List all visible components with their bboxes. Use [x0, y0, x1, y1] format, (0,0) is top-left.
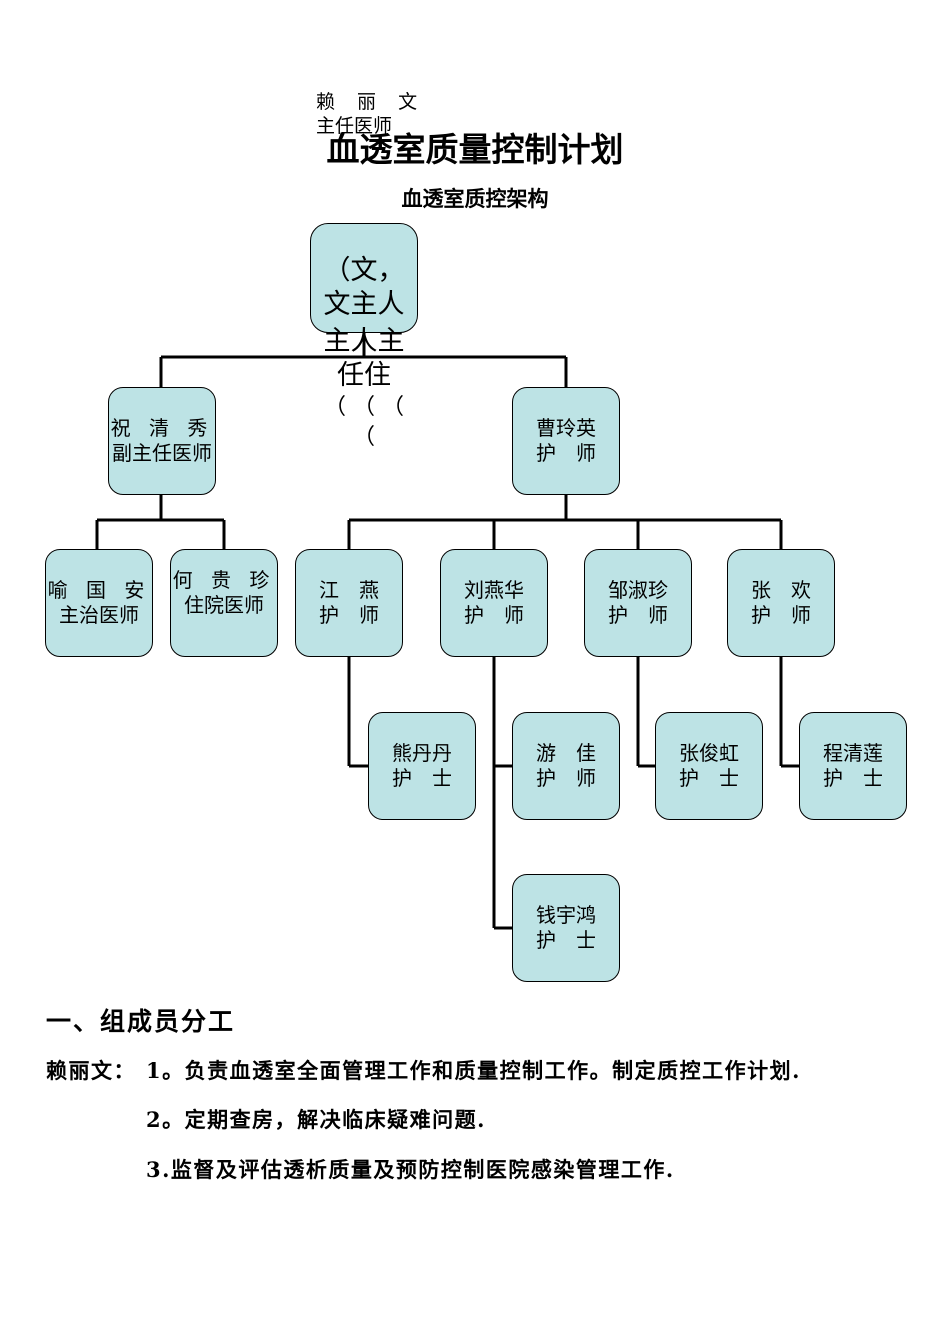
duty-item: 3.监督及评估透析质量及预防控制医院感染管理工作. [146, 1157, 675, 1182]
root-overflow-text: 主人主 任住 （ （ （ （ [310, 325, 418, 453]
node-name: 邹淑珍 [608, 578, 668, 602]
org-node-yu-guoan: 喻 国 安 主治医师 [45, 549, 153, 657]
node-title: 护 师 [536, 766, 596, 790]
root-text-line: （文， [323, 255, 405, 286]
org-node-zhang-junhong: 张俊虹 护 士 [655, 712, 763, 820]
org-node-zhu-qingxiu: 祝 清 秀 副主任医师 [108, 387, 216, 495]
node-title: 护 士 [823, 766, 883, 790]
node-title: 护 师 [536, 441, 596, 465]
root-overflow-line: 任住 [337, 360, 391, 391]
org-node-zhang-huan: 张 欢 护 师 [727, 549, 835, 657]
node-name: 钱宇鸿 [536, 903, 596, 927]
root-overflow-line: 主人主 [323, 326, 405, 357]
director-title: 主任医师 [316, 115, 393, 137]
node-name: 何 贵 珍 [172, 568, 276, 592]
page-title: 血透室质量控制计划 [326, 130, 624, 169]
node-name: 程清莲 [823, 741, 883, 765]
root-text-line: 文主人 [323, 289, 405, 320]
node-title: 护 士 [679, 766, 739, 790]
node-name: 江 燕 [319, 578, 379, 602]
section-heading: 一、组成员分工 [46, 1007, 236, 1036]
org-node-liu-yanhua: 刘燕华 护 师 [440, 549, 548, 657]
root-overflow-line: （ [352, 425, 375, 450]
org-node-you-jia: 游 佳 护 师 [512, 712, 620, 820]
node-name: 喻 国 安 [47, 578, 151, 602]
org-node-qian-yuhong: 钱宇鸿 护 士 [512, 874, 620, 982]
node-name: 刘燕华 [464, 578, 524, 602]
node-name: 张 欢 [751, 578, 811, 602]
chart-subtitle: 血透室质控架构 [401, 186, 549, 211]
org-node-he-guizhen: 何 贵 珍 住院医师 [170, 549, 278, 657]
node-title: 护 师 [751, 603, 811, 627]
node-title: 护 师 [464, 603, 524, 627]
org-node-xiong-dandan: 熊丹丹 护 士 [368, 712, 476, 820]
node-title: 护 师 [608, 603, 668, 627]
org-chart-connectors [95, 333, 800, 930]
node-title: 护 士 [392, 766, 452, 790]
org-node-cao-lingying: 曹玲英 护 师 [512, 387, 620, 495]
node-name: 张俊虹 [679, 741, 739, 765]
node-title: 护 士 [536, 928, 596, 952]
duty-item: 1。负责血透室全面管理工作和质量控制工作。制定质控工作计划. [146, 1058, 801, 1083]
node-name: 游 佳 [536, 741, 596, 765]
node-title: 住院医师 [184, 593, 264, 617]
node-name: 熊丹丹 [392, 741, 452, 765]
node-title: 副主任医师 [112, 441, 212, 465]
duty-item: 2。定期查房，解决临床疑难问题. [146, 1107, 486, 1132]
org-node-root: （文， 文主人 [310, 223, 418, 333]
org-node-jiang-yan: 江 燕 护 师 [295, 549, 403, 657]
root-overflow-line: （ （ （ [324, 395, 404, 420]
node-title: 护 师 [319, 603, 379, 627]
node-title: 主治医师 [59, 603, 139, 627]
node-name: 曹玲英 [536, 416, 596, 440]
org-node-zou-shuzhen: 邹淑珍 护 师 [584, 549, 692, 657]
node-name: 祝 清 秀 [110, 416, 214, 440]
director-name: 赖 丽 文 [316, 91, 426, 113]
org-node-cheng-qinglian: 程清莲 护 士 [799, 712, 907, 820]
duty-person: 赖丽文： [46, 1058, 136, 1083]
